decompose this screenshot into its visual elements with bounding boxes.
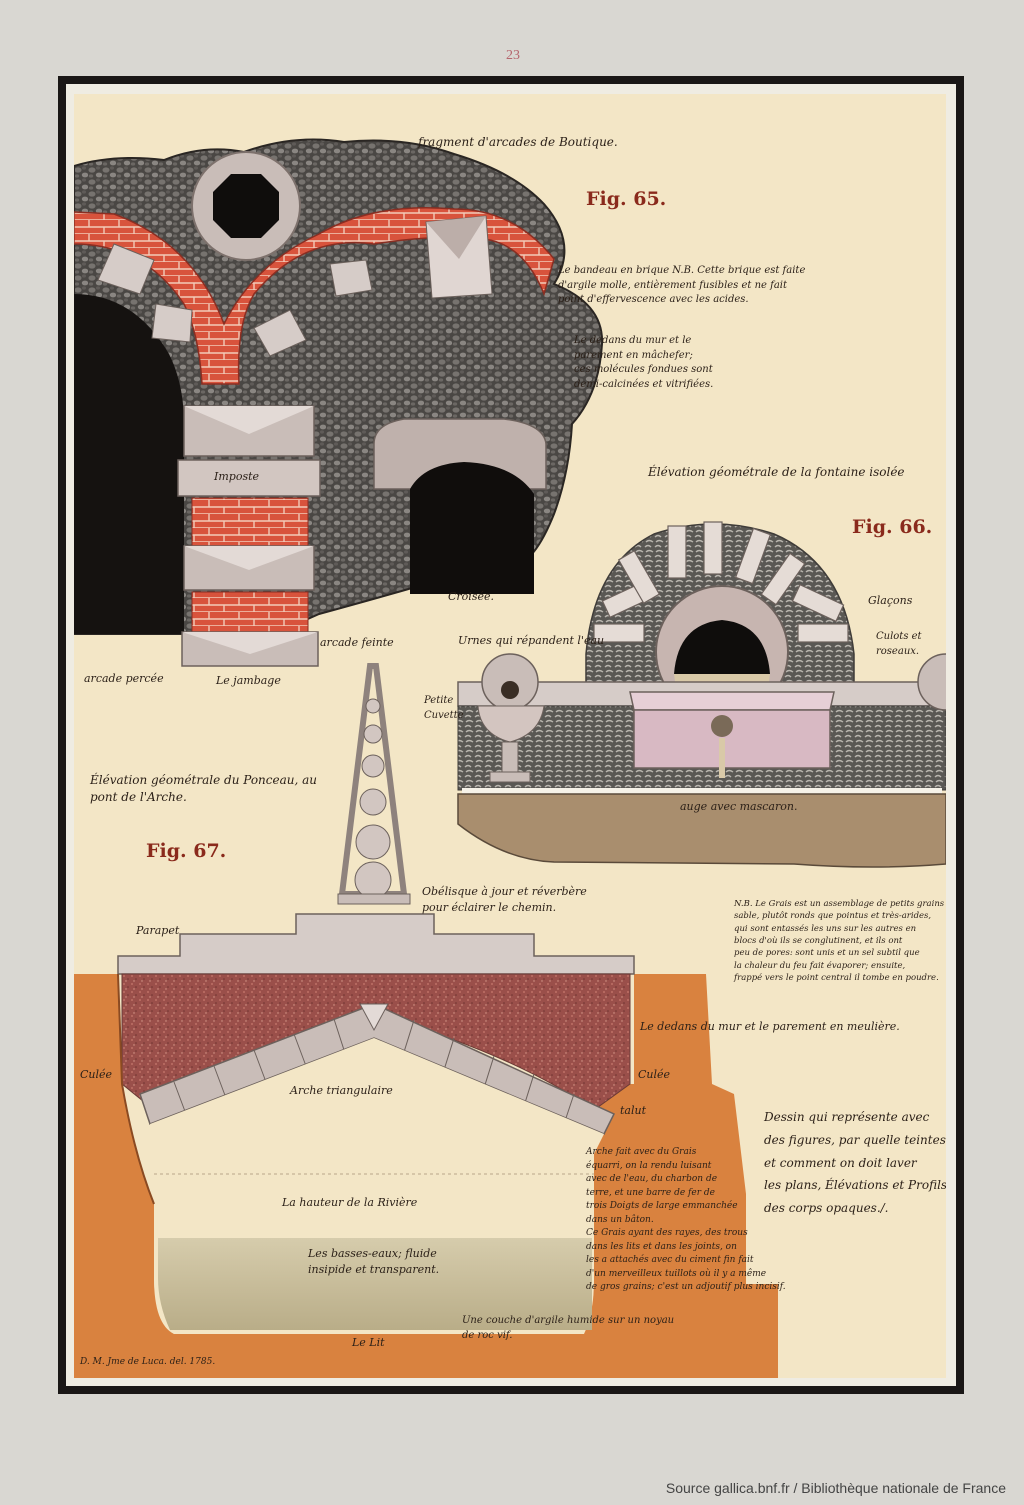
note-line: équarri, on la rendu luisant	[586, 1160, 712, 1171]
note-line: de roc vif.	[462, 1329, 513, 1341]
culots-label: Culots et roseaux.	[876, 630, 922, 659]
note-line: trois Doigts de large emmanchée	[586, 1201, 738, 1211]
note-line: pont de l'Arche.	[90, 790, 187, 805]
fig65-note-brick: Le bandeau en brique N.B. Cette brique e…	[558, 264, 805, 308]
page-number: 23	[506, 48, 520, 63]
fig65-note-wall: Le dedans du mur et le parement en mâche…	[574, 334, 713, 392]
note-line: pour éclairer le chemin.	[422, 900, 557, 914]
note-line: Arche fait avec du Grais	[586, 1147, 697, 1157]
note-line: les a attachés avec du ciment fin fait	[586, 1255, 754, 1265]
arche-note: Arche fait avec du Grais équarri, on la …	[586, 1146, 786, 1295]
fig66-label: Fig. 66.	[852, 516, 933, 538]
arcade-percee-label: arcade percée	[84, 672, 164, 685]
note-line: point d'effervescence avec les acides.	[558, 294, 749, 305]
fig67-drawing	[74, 663, 778, 1378]
glacons-label: Glaçons	[868, 594, 913, 607]
grais-note: N.B. Le Grais est un assemblage de petit…	[734, 898, 946, 984]
note-line: Une couche d'argile humide sur un noyau	[462, 1315, 675, 1326]
note-line: Élévation géométrale du Ponceau, au	[90, 773, 317, 787]
hauteur-label: La hauteur de la Rivière	[282, 1196, 418, 1209]
basses-eaux-label: Les basses-eaux; fluide insipide et tran…	[308, 1246, 439, 1278]
note-line: blocs d'où ils se conglutinent, et ils o…	[734, 935, 903, 946]
auge-label: auge avec mascaron.	[680, 800, 798, 813]
obelisque-label: Obélisque à jour et réverbère pour éclai…	[422, 884, 587, 916]
note-line: dans un bâton.	[586, 1214, 654, 1225]
note-line: les plans, Élévations et Profils	[764, 1178, 946, 1193]
note-line: Obélisque à jour et réverbère	[422, 885, 587, 898]
note-line: dans les lits et dans les joints, on	[586, 1241, 737, 1252]
plate-title: fragment d'arcades de Boutique.	[418, 135, 618, 149]
note-line: de gros grains; c'est un adjoutif plus i…	[586, 1282, 786, 1292]
croisee-label: Croisée.	[448, 590, 494, 603]
fig67-title: Élévation géométrale du Ponceau, au pont…	[90, 772, 317, 807]
note-line: peu de pores: sont unis et un sel subtil…	[734, 948, 920, 959]
note-line: frappé vers le point central il tombe en…	[734, 972, 939, 983]
arche-label: Arche triangulaire	[290, 1084, 393, 1097]
note-line: d'argile molle, entièrement fusibles et …	[558, 279, 788, 291]
note-line: Les basses-eaux; fluide	[308, 1247, 437, 1260]
fig66-drawing	[457, 521, 946, 868]
arcade-feinte-label: arcade feinte	[320, 636, 394, 649]
note-line: d'un merveilleux tuillots où il y a même	[586, 1268, 767, 1279]
note-line: qui sont entassés les uns sur les autres…	[734, 923, 917, 934]
cuvette-label: Petite Cuvette	[424, 694, 464, 723]
note-line: et comment on doit laver	[764, 1155, 917, 1170]
lit-label: Le Lit	[352, 1336, 385, 1349]
note-line: Ce Grais ayant des rayes, des trous	[586, 1228, 748, 1238]
culee-right-label: Culée	[638, 1068, 671, 1081]
note-line: terre, et une barre de fer de	[586, 1187, 715, 1198]
plate-drawing	[74, 138, 946, 1378]
note-line: Cuvette	[424, 709, 464, 721]
note-line: demi-calcinées et vitrifiées.	[574, 378, 714, 390]
note-line: Petite	[424, 695, 454, 706]
plate-sheet: fragment d'arcades de Boutique. Fig. 65.…	[74, 94, 946, 1378]
note-line: Le dedans du mur et le	[574, 335, 692, 346]
dedans-label: Le dedans du mur et le parement en meuli…	[640, 1020, 900, 1033]
fig65-label: Fig. 65.	[586, 188, 667, 210]
fig67-label: Fig. 67.	[146, 840, 227, 862]
note-line: sable, plutôt ronds que pointus et très-…	[734, 911, 932, 922]
couche-label: Une couche d'argile humide sur un noyau …	[462, 1314, 674, 1343]
imposte-label: Imposte	[214, 470, 260, 483]
note-line: roseaux.	[876, 645, 920, 657]
note-line: insipide et transparent.	[308, 1262, 440, 1276]
dessin-note: Dessin qui représente avec des figures, …	[764, 1106, 946, 1220]
note-line: des corps opaques./.	[764, 1201, 889, 1216]
note-line: avec de l'eau, du charbon de	[586, 1174, 718, 1184]
note-line: parement en mâchefer;	[574, 349, 693, 361]
note-line: la chaleur du feu fait évaporer; ensuite…	[734, 960, 906, 971]
note-line: des figures, par quelle teintes	[764, 1132, 946, 1147]
talut-label: talut	[620, 1104, 647, 1117]
note-line: N.B. Le Grais est un assemblage de petit…	[734, 899, 946, 909]
artist-signature: D. M. Jme de Luca. del. 1785.	[80, 1357, 216, 1367]
urnes-label: Urnes qui répandent l'eau	[458, 634, 605, 647]
note-line: Le bandeau en brique N.B. Cette brique e…	[558, 265, 806, 276]
jambage-label: Le jambage	[216, 674, 281, 687]
note-line: Dessin qui représente avec	[764, 1110, 930, 1124]
source-credit: Source gallica.bnf.fr / Bibliothèque nat…	[665, 1480, 1006, 1496]
note-line: ces molécules fondues sont	[574, 364, 713, 375]
note-line: Culots et	[876, 631, 922, 642]
culee-left-label: Culée	[80, 1068, 113, 1081]
fig66-title: Élévation géométrale de la fontaine isol…	[648, 465, 905, 479]
fig65-drawing	[74, 138, 604, 667]
parapet-label: Parapet	[136, 924, 180, 937]
